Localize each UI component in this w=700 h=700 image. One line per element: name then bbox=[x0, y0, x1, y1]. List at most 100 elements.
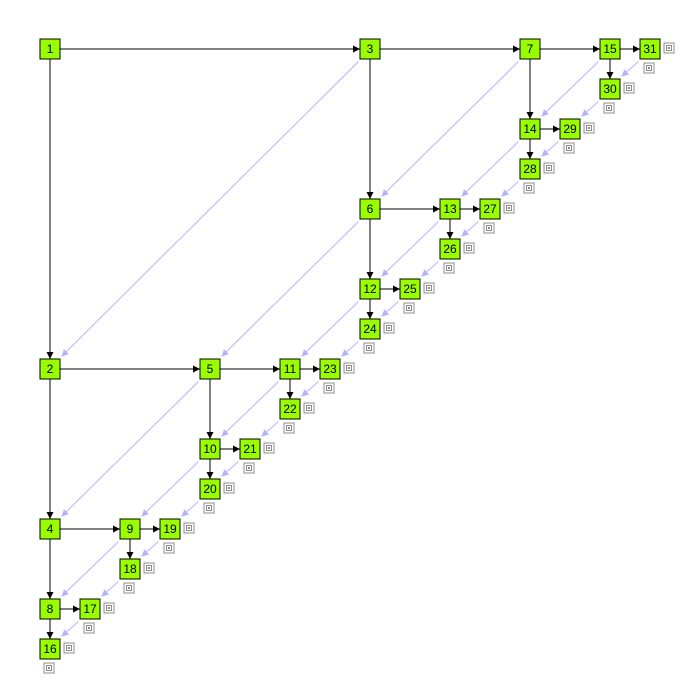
node-box bbox=[239, 438, 261, 460]
null-pointer-icon bbox=[563, 142, 575, 154]
tree-node-28: 28 bbox=[519, 158, 541, 180]
null-pointer-icon bbox=[343, 362, 355, 374]
node-label: 10 bbox=[203, 442, 217, 456]
tree-node-1: 1 bbox=[39, 38, 61, 60]
tree-node-18: 18 bbox=[119, 558, 141, 580]
tree-node-11: 11 bbox=[279, 358, 301, 380]
tree-node-13: 13 bbox=[439, 198, 461, 220]
null-pointer-icon bbox=[203, 502, 215, 514]
node-box bbox=[359, 318, 381, 340]
node-box bbox=[599, 38, 621, 60]
thread-edge-30-29 bbox=[581, 101, 599, 117]
thread-edge-18-17 bbox=[101, 581, 119, 597]
tree-node-23: 23 bbox=[319, 358, 341, 380]
null-pointer-icon bbox=[163, 542, 175, 554]
tree-node-20: 20 bbox=[199, 478, 221, 500]
tree-nodes: 1234567891011121314151617181920212223242… bbox=[39, 38, 661, 660]
tree-node-15: 15 bbox=[599, 38, 621, 60]
null-pointer-icon bbox=[403, 302, 415, 314]
thread-edge-17-16 bbox=[61, 621, 79, 637]
null-pointer-icon bbox=[223, 482, 235, 494]
null-pointer-icon bbox=[83, 622, 95, 634]
child-edges bbox=[46, 45, 640, 639]
thread-edge-14-13 bbox=[461, 141, 519, 197]
thread-edge-12-11 bbox=[301, 301, 359, 357]
tree-node-31: 31 bbox=[639, 38, 661, 60]
tree-node-9: 9 bbox=[119, 518, 141, 540]
node-label: 17 bbox=[83, 602, 97, 616]
thread-edge-23-22 bbox=[301, 381, 319, 397]
node-label: 27 bbox=[483, 202, 497, 216]
node-label: 4 bbox=[47, 522, 54, 536]
thread-edge-19-18 bbox=[141, 541, 159, 557]
null-pointer-icon bbox=[543, 162, 555, 174]
null-pointer-icon bbox=[123, 582, 135, 594]
node-label: 2 bbox=[47, 362, 54, 376]
tree-node-16: 16 bbox=[39, 638, 61, 660]
node-box bbox=[199, 438, 221, 460]
tree-node-12: 12 bbox=[359, 278, 381, 300]
null-pointer-icon bbox=[43, 662, 55, 674]
node-box bbox=[519, 158, 541, 180]
null-pointer-icon bbox=[603, 102, 615, 114]
tree-node-29: 29 bbox=[559, 118, 581, 140]
node-label: 28 bbox=[523, 162, 537, 176]
node-box bbox=[439, 198, 461, 220]
null-pointer-icon bbox=[663, 42, 675, 54]
node-label: 5 bbox=[207, 362, 214, 376]
node-box bbox=[159, 518, 181, 540]
node-box bbox=[79, 598, 101, 620]
null-pointer-icon bbox=[363, 342, 375, 354]
node-box bbox=[279, 398, 301, 420]
node-label: 22 bbox=[283, 402, 297, 416]
node-box bbox=[359, 278, 381, 300]
node-box bbox=[39, 598, 61, 620]
tree-node-10: 10 bbox=[199, 438, 221, 460]
node-label: 26 bbox=[443, 242, 457, 256]
tree-node-22: 22 bbox=[279, 398, 301, 420]
node-box bbox=[359, 38, 381, 60]
thread-edge-20-19 bbox=[181, 501, 199, 517]
tree-node-8: 8 bbox=[39, 598, 61, 620]
null-pointer-icon bbox=[63, 642, 75, 654]
thread-edge-28-27 bbox=[501, 181, 519, 197]
node-box bbox=[39, 518, 61, 540]
null-pointer-icon bbox=[323, 382, 335, 394]
thread-edge-15-14 bbox=[541, 61, 599, 117]
node-box bbox=[199, 358, 221, 380]
tree-node-2: 2 bbox=[39, 358, 61, 380]
null-pointer-icon bbox=[523, 182, 535, 194]
node-box bbox=[559, 118, 581, 140]
thread-edge-6-5 bbox=[221, 221, 359, 357]
node-box bbox=[639, 38, 661, 60]
tree-node-4: 4 bbox=[39, 518, 61, 540]
null-pointer-icon bbox=[643, 62, 655, 74]
node-box bbox=[119, 518, 141, 540]
node-label: 19 bbox=[163, 522, 177, 536]
thread-edge-11-10 bbox=[221, 381, 279, 437]
null-pointer-icon bbox=[303, 402, 315, 414]
thread-edges bbox=[61, 61, 639, 637]
node-label: 25 bbox=[403, 282, 417, 296]
tree-node-24: 24 bbox=[359, 318, 381, 340]
node-label: 6 bbox=[367, 202, 374, 216]
null-pointer-icon bbox=[383, 322, 395, 334]
node-label: 16 bbox=[43, 642, 57, 656]
null-pointer-icon bbox=[583, 122, 595, 134]
null-pointer-icon bbox=[443, 262, 455, 274]
node-label: 29 bbox=[563, 122, 577, 136]
thread-edge-24-23 bbox=[341, 341, 359, 357]
tree-node-19: 19 bbox=[159, 518, 181, 540]
tree-node-5: 5 bbox=[199, 358, 221, 380]
node-box bbox=[39, 358, 61, 380]
thread-edge-10-9 bbox=[141, 461, 199, 517]
tree-node-25: 25 bbox=[399, 278, 421, 300]
null-pointer-icon bbox=[183, 522, 195, 534]
node-box bbox=[519, 118, 541, 140]
tree-node-7: 7 bbox=[519, 38, 541, 60]
node-label: 14 bbox=[523, 122, 537, 136]
tree-node-21: 21 bbox=[239, 438, 261, 460]
node-label: 15 bbox=[603, 42, 617, 56]
thread-edge-25-24 bbox=[381, 301, 399, 317]
